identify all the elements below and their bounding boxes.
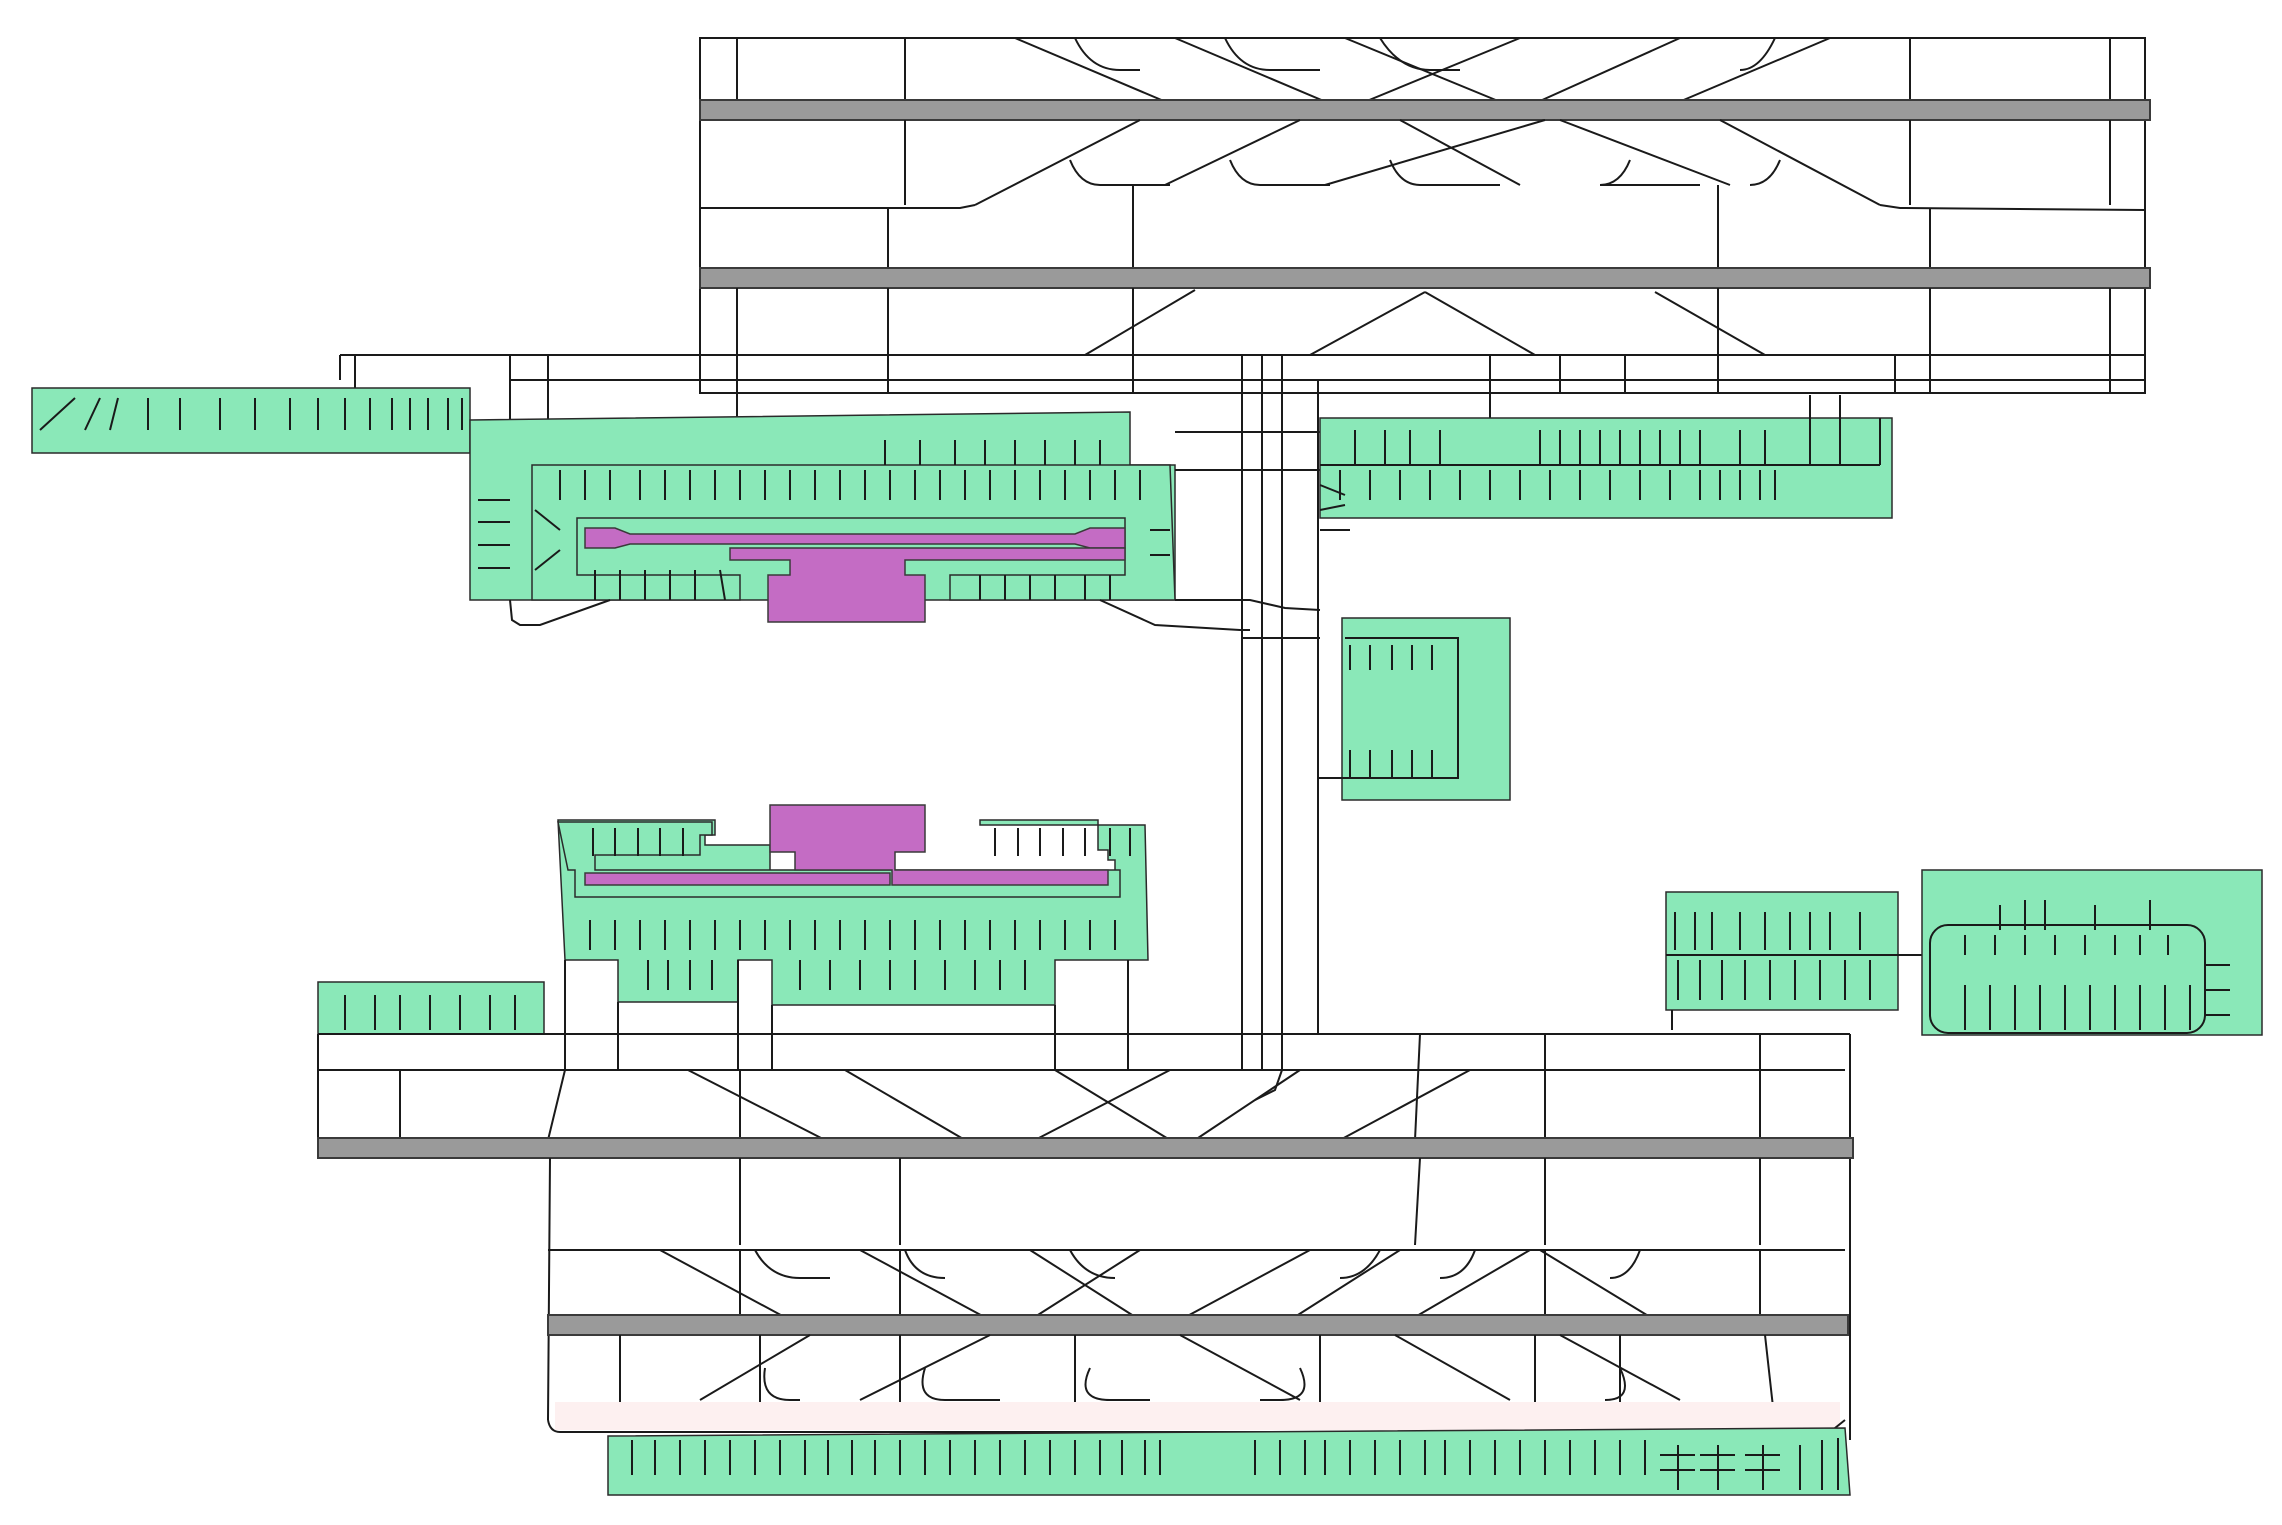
aircraft-stands — [1339, 470, 1776, 500]
taxiway-curves — [1069, 159, 1781, 186]
rapid-exit-taxiways — [1084, 289, 1766, 356]
aircraft-stands — [647, 960, 1026, 990]
taxiway-connector — [399, 1033, 1761, 1141]
aircraft-stands — [1254, 1440, 1646, 1475]
rapid-exit-taxiways — [699, 1334, 1681, 1401]
south-terminal-area — [317, 804, 1850, 1070]
aircraft-stands — [1319, 484, 1350, 531]
central-access-roads — [1175, 355, 1321, 1101]
service-road-band — [555, 1402, 1840, 1430]
taxiway-curves — [1074, 37, 1776, 71]
aircraft-stands — [1349, 645, 1433, 778]
aircraft-stands — [884, 440, 1101, 465]
east-aprons — [1665, 869, 2263, 1036]
south-terminal — [769, 804, 1109, 886]
aircraft-stands — [589, 920, 1116, 950]
parallel-taxiway — [700, 204, 2146, 211]
east-apron-1 — [1665, 891, 1899, 1011]
central-spine-road — [1241, 355, 1319, 1070]
aircraft-stands — [559, 470, 1141, 500]
taxiway-connector — [904, 120, 2111, 205]
north-east-apron — [1319, 417, 1893, 519]
aircraft-stands — [1964, 900, 2169, 955]
apron-taxilane-loop — [1929, 924, 2206, 1034]
south-terminal-concourse — [584, 872, 891, 886]
aircraft-stands — [39, 397, 463, 431]
cargo-apron — [1318, 617, 1511, 801]
north-complex-boundary — [699, 37, 2146, 394]
south-runway-complex — [317, 1033, 1854, 1496]
aircraft-stands — [1674, 912, 1871, 1000]
taxiway-connector — [547, 1157, 1761, 1421]
apron-access-road — [509, 599, 1250, 631]
aircraft-stands — [1964, 964, 2230, 1030]
east-apron-2 — [1921, 869, 2263, 1036]
rapid-exit-taxiways — [974, 119, 1881, 206]
taxiway-curves — [763, 1367, 1626, 1401]
rapid-exit-taxiways — [547, 1069, 1471, 1141]
aircraft-stands — [592, 828, 1131, 856]
south-runway-2 — [547, 1314, 1849, 1336]
connector-roads — [1175, 431, 1321, 611]
taxiway-connector — [739, 1250, 1761, 1320]
north-runway-2 — [699, 267, 2151, 289]
north-runway-complex — [339, 37, 2151, 600]
apron-taxilane — [1666, 954, 1935, 1030]
aircraft-stands — [478, 499, 561, 571]
rapid-exit-taxiways — [659, 1249, 1656, 1321]
remote-apron-west — [31, 387, 471, 454]
south-remote-apron — [607, 1427, 1851, 1496]
taxiway-connector — [736, 288, 2111, 420]
cargo-apron — [1341, 617, 1511, 801]
taxiway-curves — [754, 1249, 1641, 1279]
south-runway-1 — [317, 1137, 1854, 1159]
apron-taxilane — [1318, 637, 1459, 779]
north-runway-1 — [699, 99, 2151, 121]
aircraft-stands — [1354, 430, 1766, 465]
aircraft-stands — [594, 529, 1170, 601]
aircraft-stands — [1660, 1438, 1839, 1490]
aircraft-stands — [631, 1440, 1161, 1475]
perimeter-road — [547, 1419, 1846, 1433]
north-east-apron — [1319, 395, 1893, 531]
south-complex-boundary — [317, 1034, 1851, 1440]
north-terminal — [729, 547, 1126, 623]
rapid-exit-taxiways — [1014, 37, 1831, 111]
service-roads — [564, 960, 1129, 1070]
north-west-aprons — [31, 387, 1250, 631]
aircraft-stands — [344, 995, 516, 1030]
